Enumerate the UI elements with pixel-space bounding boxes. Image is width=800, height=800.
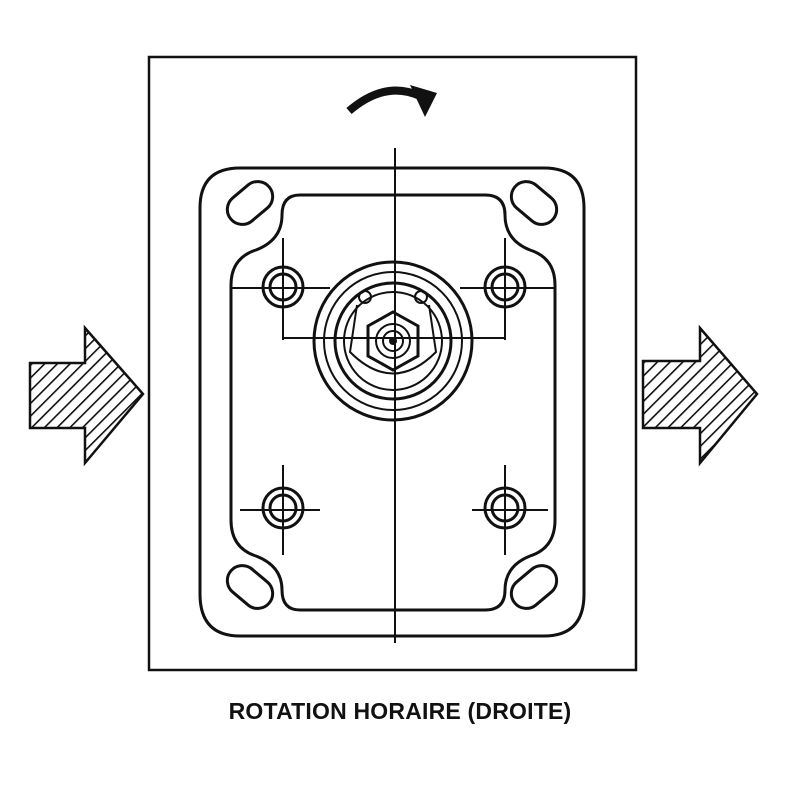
pump-body-contour bbox=[229, 193, 557, 612]
shaft-hub bbox=[312, 260, 474, 422]
center-lines bbox=[232, 148, 555, 643]
pump-flange bbox=[198, 166, 586, 638]
inlet-arrow-icon bbox=[28, 324, 145, 467]
rotation-caption: ROTATION HORAIRE (DROITE) bbox=[228, 698, 572, 724]
frame bbox=[147, 55, 638, 672]
corner-slots bbox=[225, 180, 559, 610]
clockwise-arrow-icon bbox=[346, 85, 437, 117]
outlet-arrow-icon bbox=[641, 324, 759, 467]
